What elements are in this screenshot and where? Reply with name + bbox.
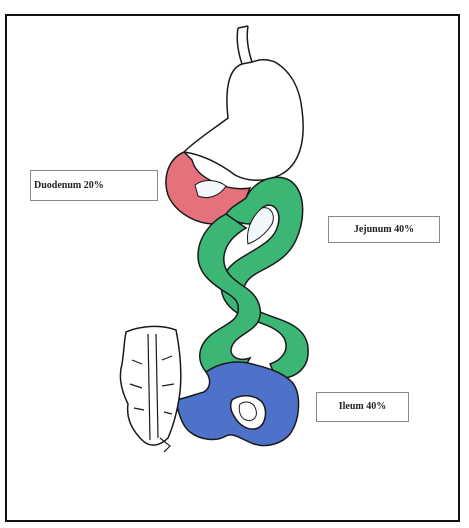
- stomach: [184, 60, 303, 181]
- ileum-segment: [176, 362, 299, 445]
- esophagus: [237, 26, 252, 64]
- jejunum-label: Jejunum 40%: [328, 216, 440, 243]
- cecum-colon: [120, 326, 180, 445]
- ileum-label: Ileum 40%: [316, 392, 409, 422]
- ileum-lumen: [239, 402, 256, 421]
- duodenum-label: Duodenum 20%: [30, 170, 158, 201]
